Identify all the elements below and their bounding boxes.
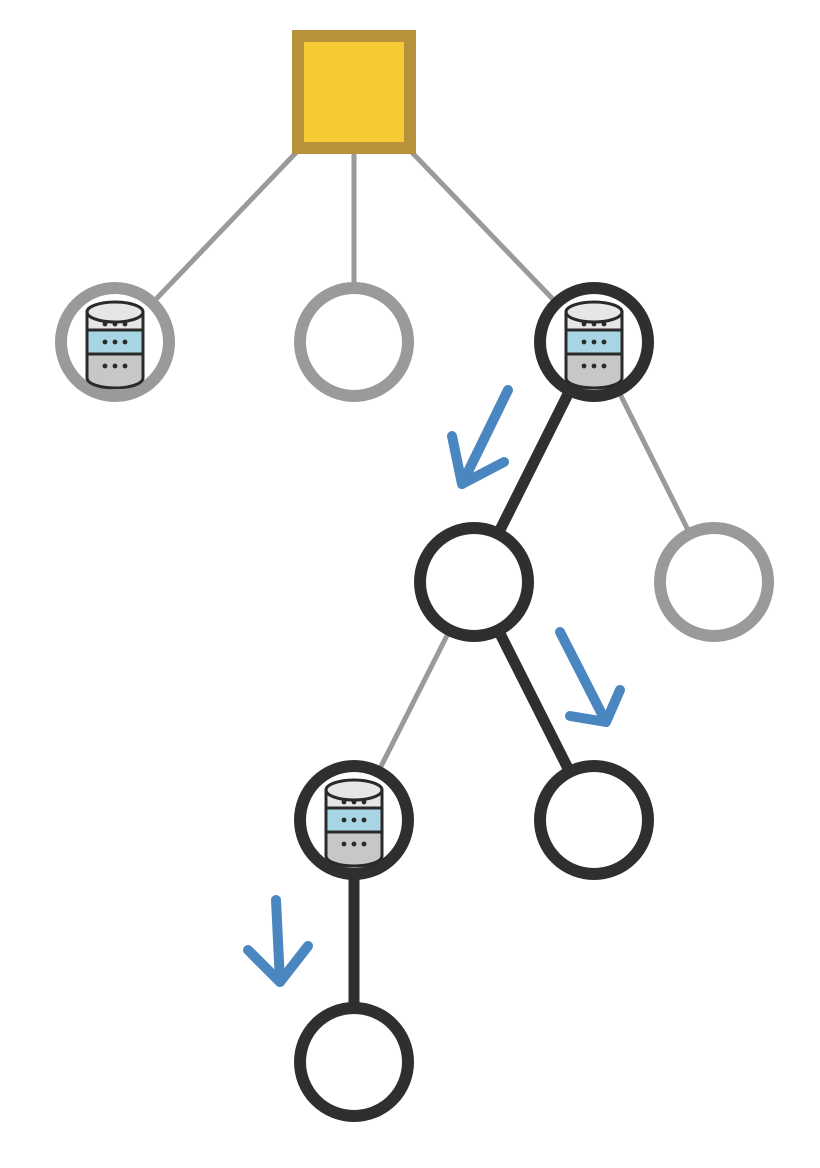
- arrow-down-left-icon: [447, 385, 513, 489]
- root-node-square: [292, 30, 416, 154]
- database-icon: [564, 300, 624, 390]
- nodes: [55, 30, 774, 1122]
- traversal-arrows: [243, 385, 625, 987]
- tree-node-n6: [294, 760, 414, 880]
- tree-node-n4: [414, 522, 534, 642]
- arrow-down-icon: [243, 895, 313, 987]
- tree-node-n1: [55, 282, 175, 402]
- database-icon: [324, 778, 384, 868]
- database-icon: [85, 300, 145, 390]
- tree-node-n2: [294, 282, 414, 402]
- tree-node-n8: [294, 1002, 414, 1122]
- tree-node-n7: [534, 760, 654, 880]
- tree-node-n5: [654, 522, 774, 642]
- tree-node-n3: [534, 282, 654, 402]
- arrow-down-right-icon: [555, 627, 625, 727]
